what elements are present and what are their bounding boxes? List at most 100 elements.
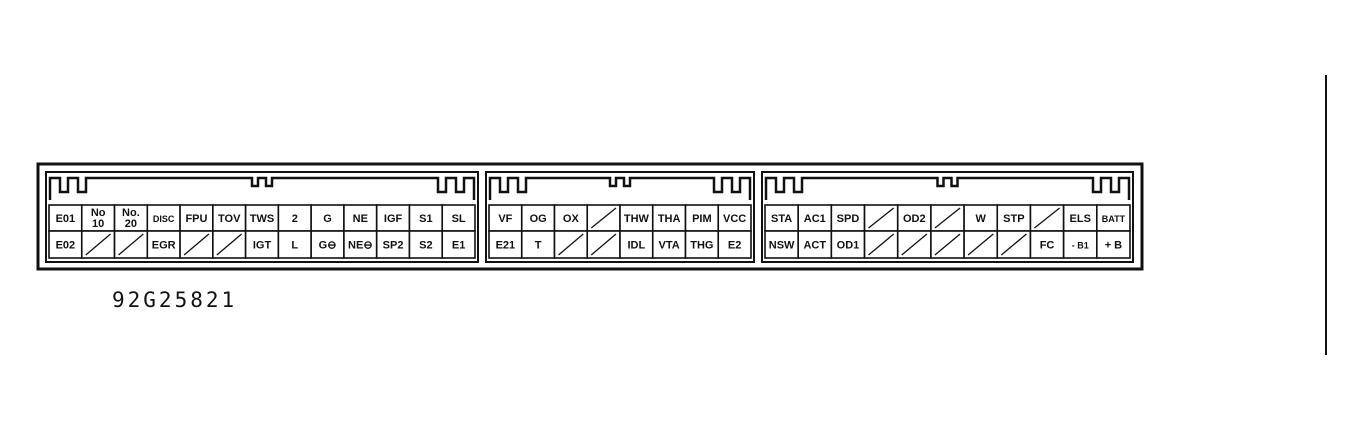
pin-cell: [441, 230, 476, 259]
pin-label: OD2: [903, 213, 926, 225]
pin-ne: NE: [343, 204, 378, 232]
pin-label: SL: [452, 213, 466, 225]
pin-e2: E2: [717, 230, 752, 259]
pin-label: G⊖: [319, 240, 337, 252]
pin-cell: [441, 204, 476, 232]
pin-label: G: [323, 213, 332, 225]
pin-label: S2: [419, 240, 432, 252]
unused-pin-slash: [967, 233, 994, 256]
pin-cell: [1096, 204, 1131, 232]
pin-w: W: [963, 204, 999, 232]
pin-label: E1: [452, 240, 465, 252]
pin-unused: [996, 230, 1032, 259]
pin-cell: [408, 204, 444, 232]
locking-key-outline: [48, 176, 476, 200]
pin-label: THW: [624, 213, 650, 225]
pin-unused: [930, 230, 965, 259]
pin-nsw: NSW: [764, 230, 799, 259]
pin-label: THA: [658, 213, 681, 225]
pin-2: 2: [277, 204, 312, 232]
pin-cell: [717, 230, 752, 259]
unused-pin-slash: [1000, 233, 1027, 256]
pin-cell: [1062, 204, 1098, 232]
unused-pin-slash: [934, 207, 961, 229]
pin-e1: E1: [441, 230, 476, 259]
pin-label: EGR: [152, 240, 176, 252]
part-number: 92G25821: [112, 288, 238, 312]
pin-label: NE⊖: [348, 240, 373, 252]
pin-label: E21: [496, 240, 516, 252]
page-edge-line: [1325, 75, 1327, 355]
unused-pin-slash: [868, 207, 895, 229]
pin-pim: PIM: [684, 204, 720, 232]
pin-ox: OX: [553, 204, 589, 232]
pin-cell: [651, 230, 687, 259]
unused-pin-slash: [901, 233, 928, 256]
pin-cell: [619, 230, 654, 259]
pin-disc: DISC: [146, 204, 181, 232]
pin-g: G: [310, 204, 345, 232]
pin-cell: [212, 204, 247, 232]
pin-b1: - B1: [1062, 230, 1098, 259]
pin-label: 2: [292, 213, 298, 225]
pin-vcc: VCC: [717, 204, 752, 232]
unused-pin-slash: [590, 207, 617, 229]
pin-cell: [244, 230, 280, 259]
unused-pin-slash: [216, 233, 243, 256]
pin-label: OD1: [837, 240, 860, 252]
pin-fpu: FPU: [179, 204, 214, 232]
pin-cell: [520, 230, 556, 259]
pin-thg: THG: [684, 230, 720, 259]
pin-sl: SL: [441, 204, 476, 232]
pin-label: + B: [1105, 240, 1122, 252]
pin-b: + B: [1096, 230, 1131, 259]
pin-unused: [113, 230, 149, 259]
pin-label: STA: [771, 213, 792, 225]
pin-label: 20: [125, 218, 137, 230]
pin-label: VCC: [723, 213, 746, 225]
pin-unused: [212, 230, 247, 259]
pin-label: BATT: [1102, 214, 1126, 224]
pin-label: NSW: [769, 240, 795, 252]
locking-key-outline: [764, 176, 1131, 200]
pin-cell: [963, 204, 999, 232]
pin-cell: [277, 204, 312, 232]
pin-label: AC1: [804, 213, 826, 225]
pin-l: L: [277, 230, 312, 259]
pin-label: IGF: [384, 213, 403, 225]
pin-label: IDL: [628, 240, 646, 252]
pin-cell: [48, 230, 83, 259]
pin-ac1: AC1: [797, 204, 833, 232]
pin-label: TWS: [250, 213, 274, 225]
pin-no20: No.20: [113, 204, 149, 232]
pin-label: L: [291, 240, 298, 252]
pin-label: OX: [563, 213, 580, 225]
unused-pin-slash: [558, 233, 584, 256]
pin-od1: OD1: [830, 230, 866, 259]
pin-label: PIM: [692, 213, 712, 225]
pin-batt: BATT: [1096, 204, 1131, 232]
pin-cell: [896, 204, 932, 232]
pin-g: G⊖: [310, 230, 345, 259]
pin-unused: [963, 230, 999, 259]
pin-label: T: [535, 240, 542, 252]
pin-label: E01: [56, 213, 76, 225]
pin-tha: THA: [651, 204, 687, 232]
pin-label: TOV: [218, 213, 241, 225]
pin-act: ACT: [797, 230, 833, 259]
pin-label: IGT: [253, 240, 272, 252]
pin-label: OG: [530, 213, 547, 225]
pin-sp2: SP2: [375, 230, 411, 259]
pin-cell: [651, 204, 687, 232]
pin-unused: [863, 204, 899, 232]
pin-unused: [1029, 204, 1065, 232]
pin-cell: [1062, 230, 1098, 259]
pin-label: STP: [1003, 213, 1024, 225]
section-housing: [761, 171, 1134, 263]
unused-pin-slash: [85, 233, 111, 256]
unused-pin-slash: [183, 233, 210, 256]
pin-idl: IDL: [619, 230, 654, 259]
connector-outer-frame: [36, 162, 1144, 271]
